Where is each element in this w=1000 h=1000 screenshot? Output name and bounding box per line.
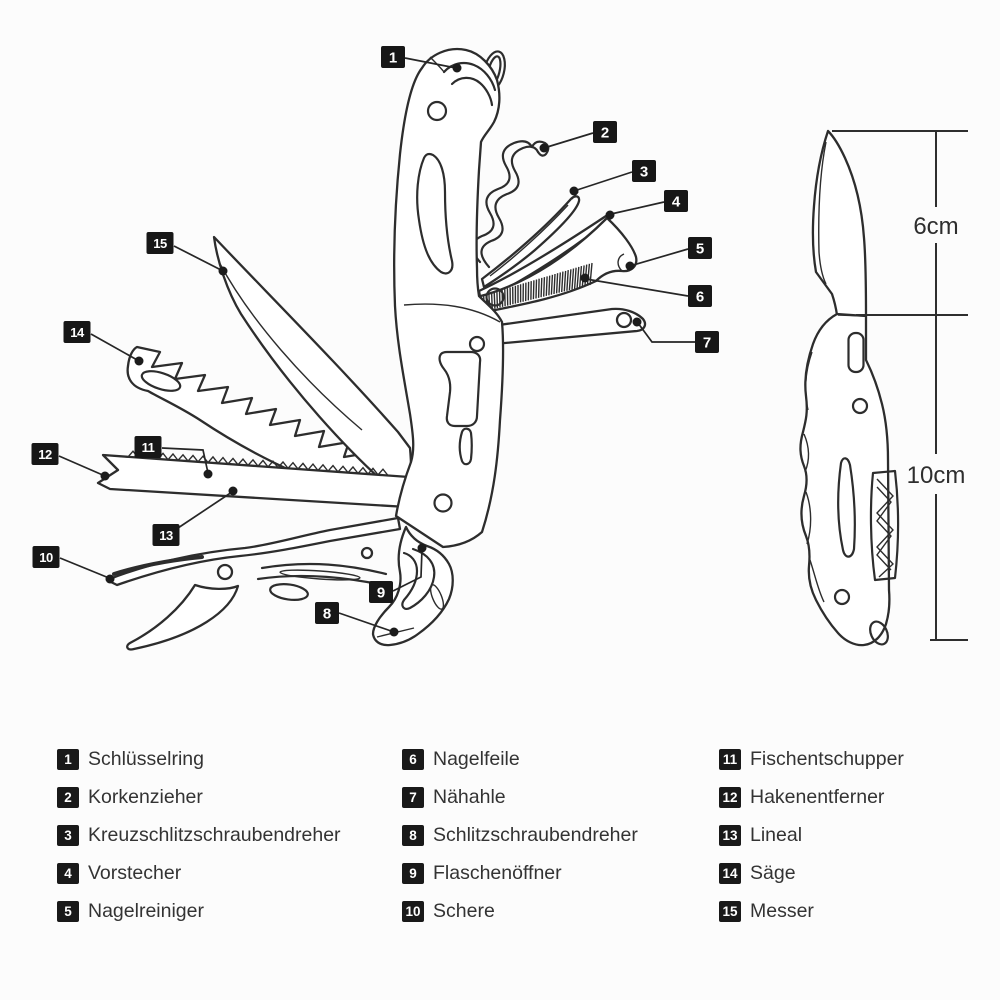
multitool-side-view: 6cm 10cm xyxy=(799,129,968,647)
legend-badge: 13 xyxy=(719,824,741,846)
legend-item-4: 4 Vorstecher xyxy=(57,862,402,885)
legend-label: Vorstecher xyxy=(88,861,182,884)
svg-text:6: 6 xyxy=(696,289,704,306)
callout-1: 1 xyxy=(381,46,405,68)
legend-badge: 3 xyxy=(57,824,79,846)
multitool-front-view xyxy=(96,47,647,651)
legend-label: Messer xyxy=(750,899,814,922)
svg-text:1: 1 xyxy=(389,50,397,67)
callout-9: 9 xyxy=(369,581,393,603)
legend-item-2: 2 Korkenzieher xyxy=(57,786,402,809)
legend-badge: 12 xyxy=(719,786,741,808)
callout-11: 11 xyxy=(134,436,162,458)
svg-text:4: 4 xyxy=(672,194,681,211)
legend-badge: 9 xyxy=(402,862,424,884)
svg-text:15: 15 xyxy=(153,236,167,251)
tool-scissors xyxy=(105,516,402,651)
svg-text:14: 14 xyxy=(70,325,85,340)
svg-text:8: 8 xyxy=(323,606,331,623)
legend-item-1: 1 Schlüsselring xyxy=(57,748,402,771)
legend-item-5: 5 Nagelreiniger xyxy=(57,900,402,923)
callout-10: 10 xyxy=(32,546,60,568)
callout-13: 13 xyxy=(152,524,180,546)
callouts: 1 2 3 4 5 6 7 8 xyxy=(31,46,719,624)
legend-item-11: 11 Fischentschupper xyxy=(719,748,904,771)
legend-item-13: 13 Lineal xyxy=(719,824,904,847)
svg-text:9: 9 xyxy=(377,585,385,602)
svg-text:10: 10 xyxy=(39,550,53,565)
legend-label: Fischentschupper xyxy=(750,747,904,770)
svg-text:5: 5 xyxy=(696,241,704,258)
legend-label: Nagelreiniger xyxy=(88,899,204,922)
legend-label: Hakenentferner xyxy=(750,785,885,808)
legend-badge: 11 xyxy=(719,748,741,770)
callout-15: 15 xyxy=(146,232,174,254)
legend-label: Schlitzschraubendreher xyxy=(433,823,638,846)
legend-badge: 10 xyxy=(402,900,424,922)
callout-6: 6 xyxy=(688,285,712,307)
tool-nail-file xyxy=(475,216,638,315)
legend-item-3: 3 Kreuzschlitzschraubendreher xyxy=(57,824,402,847)
legend-badge: 6 xyxy=(402,748,424,770)
legend-item-10: 10 Schere xyxy=(402,900,719,923)
callout-7: 7 xyxy=(695,331,719,353)
dimension-lines: 6cm 10cm xyxy=(832,130,968,641)
legend-item-6: 6 Nagelfeile xyxy=(402,748,719,771)
svg-text:2: 2 xyxy=(601,125,609,142)
legend-badge: 2 xyxy=(57,786,79,808)
legend-item-12: 12 Hakenentferner xyxy=(719,786,904,809)
legend-label: Lineal xyxy=(750,823,803,846)
svg-text:12: 12 xyxy=(38,447,52,462)
callout-leaders xyxy=(58,57,695,637)
legend-label: Schere xyxy=(433,899,495,922)
legend-badge: 7 xyxy=(402,786,424,808)
legend-item-15: 15 Messer xyxy=(719,900,904,923)
fish-scaler-serration xyxy=(102,450,409,478)
svg-text:7: 7 xyxy=(703,335,711,352)
legend-label: Nähahle xyxy=(433,785,506,808)
callout-5: 5 xyxy=(688,237,712,259)
legend-label: Säge xyxy=(750,861,796,884)
callout-8: 8 xyxy=(315,602,339,624)
legend-badge: 14 xyxy=(719,862,741,884)
legend-item-7: 7 Nähahle xyxy=(402,786,719,809)
svg-text:3: 3 xyxy=(640,164,648,181)
svg-text:13: 13 xyxy=(159,528,173,543)
callout-12: 12 xyxy=(31,443,59,465)
tool-saw xyxy=(126,345,400,507)
tool-phillips-screwdriver xyxy=(480,191,581,289)
legend-item-9: 9 Flaschenöffner xyxy=(402,862,719,885)
legend-badge: 5 xyxy=(57,900,79,922)
legend-label: Flaschenöffner xyxy=(433,861,562,884)
legend-label: Nagelfeile xyxy=(433,747,520,770)
legend-badge: 15 xyxy=(719,900,741,922)
callout-3: 3 xyxy=(632,160,656,182)
legend-badge: 1 xyxy=(57,748,79,770)
callout-14: 14 xyxy=(63,321,91,343)
legend-label: Korkenzieher xyxy=(88,785,203,808)
tool-handle-body xyxy=(393,47,505,549)
side-view-handle xyxy=(799,312,900,647)
legend-badge: 8 xyxy=(402,824,424,846)
callout-2: 2 xyxy=(593,121,617,143)
legend-label: Schlüsselring xyxy=(88,747,204,770)
side-view-blade xyxy=(811,129,868,318)
legend-item-8: 8 Schlitzschraubendreher xyxy=(402,824,719,847)
legend-label: Kreuzschlitzschraubendreher xyxy=(88,823,341,846)
blade-length-dimension: 6cm xyxy=(913,213,958,240)
callout-4: 4 xyxy=(664,190,688,212)
tool-opener-screwdriver xyxy=(371,525,454,647)
multitool-diagram-svg: 6cm 10cm 1 xyxy=(31,46,968,651)
svg-text:11: 11 xyxy=(142,440,155,455)
tool-sewing-awl xyxy=(490,307,647,346)
handle-length-dimension: 10cm xyxy=(907,462,966,489)
legend: 1 Schlüsselring 2 Korkenzieher 3 Kreuzsc… xyxy=(57,740,904,930)
legend-badge: 4 xyxy=(57,862,79,884)
legend-item-14: 14 Säge xyxy=(719,862,904,885)
